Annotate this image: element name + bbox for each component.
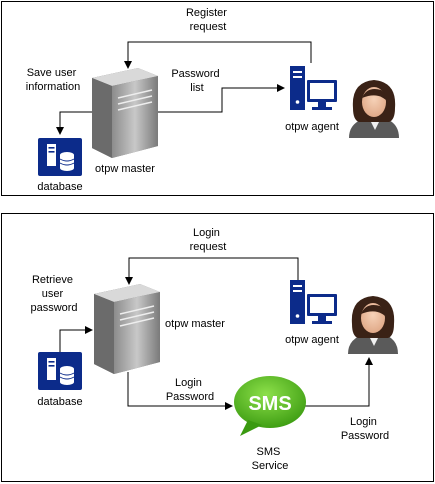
login-password-master-label: Login Password — [166, 377, 214, 403]
retrieve-user-password-label: Retrieve user password — [30, 274, 77, 314]
master-to-sms-arrow — [127, 372, 233, 410]
top-panel: Register request Save user information P… — [1, 1, 434, 196]
database-label: database — [37, 181, 82, 193]
password-list-label: Password list — [171, 68, 222, 94]
save-user-information-arrow — [56, 111, 93, 135]
password-list-arrow — [157, 84, 285, 113]
register-request-label: Register request — [186, 7, 230, 33]
login-request-label: Login request — [190, 227, 227, 253]
otpw-master-server-icon — [91, 67, 159, 159]
database-label: database — [37, 396, 82, 408]
otpw-master-label: otpw master — [95, 163, 155, 175]
otpw-agent-label: otpw agent — [285, 121, 339, 133]
login-request-arrow — [125, 257, 299, 285]
bottom-panel: SMS Login request Retrieve user password… — [1, 213, 434, 482]
database-icon — [37, 137, 83, 177]
sms-to-user-arrow — [304, 357, 373, 407]
database-icon — [37, 351, 83, 391]
otpw-master-server-icon — [93, 283, 161, 375]
otpw-master-label: otpw master — [165, 318, 225, 330]
login-password-agent-label: Login Password — [341, 416, 389, 442]
sms-bubble-text: SMS — [248, 393, 291, 415]
retrieve-password-arrow — [59, 326, 93, 354]
register-request-arrow — [124, 41, 312, 69]
sms-service-label: SMS Service — [252, 446, 289, 472]
save-user-information-label: Save user information — [26, 67, 80, 93]
otpw-agent-label: otpw agent — [285, 334, 339, 346]
